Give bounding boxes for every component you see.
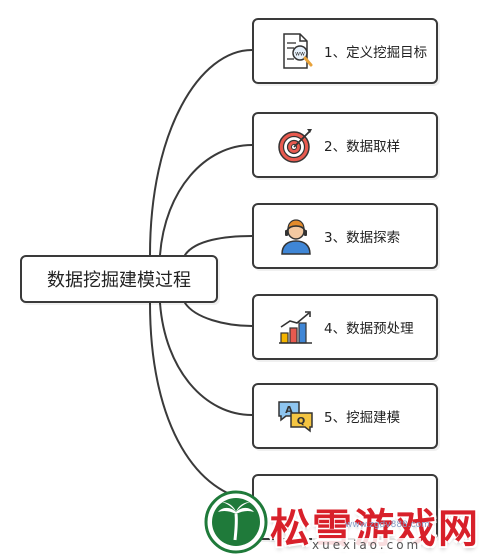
step-label-5: 5、挖掘建模 [324,410,401,426]
qa-chat-icon: A Q [278,401,313,433]
step-node-3: 3、数据探索 [252,203,438,269]
step-node-6 [252,474,438,540]
connector-step-5 [159,302,253,416]
connector-step-1 [149,49,253,256]
palm-tree-logo-icon [204,490,268,554]
svg-text:A: A [285,405,293,416]
svg-text:Q: Q [297,416,306,427]
step-label-2: 2、数据取样 [324,139,401,155]
connector-step-4 [184,302,253,327]
target-icon [278,129,312,163]
step-node-1: ww 1、定义挖掘目标 [252,18,438,84]
root-node: 数据挖掘建模过程 [20,255,218,303]
step-node-4: 4、数据预处理 [252,294,438,360]
step-label-3: 3、数据探索 [324,230,401,246]
watermark-url: xuexiao.com [312,538,422,552]
step-node-5: A Q 5、挖掘建模 [252,383,438,449]
svg-text:ww: ww [295,51,305,58]
step-label-1: 1、定义挖掘目标 [324,45,428,61]
document-search-icon: ww [283,33,313,69]
watermark-faint-url: www.zgdv888.com [345,520,430,530]
step-label-4: 4、数据预处理 [324,321,414,337]
connector-step-2 [159,144,253,256]
person-headset-icon [281,219,311,255]
step-node-2: 2、数据取样 [252,112,438,178]
root-label: 数据挖掘建模过程 [47,270,191,291]
bar-chart-growth-icon [279,311,312,344]
connector-step-3 [184,235,253,256]
